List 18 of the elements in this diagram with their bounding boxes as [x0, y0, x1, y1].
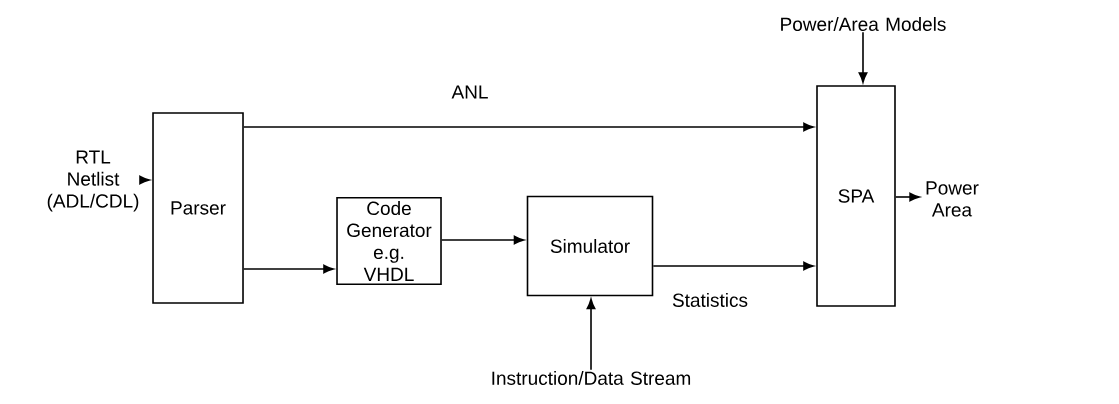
arrow — [586, 298, 596, 371]
text-label: RTL Netlist (ADL/CDL) — [47, 150, 139, 212]
process-box: SPA — [816, 85, 896, 307]
text-label: Instruction/Data Stream — [492, 371, 691, 385]
arrow — [441, 235, 525, 245]
process-box: Parser — [152, 112, 244, 304]
process-box: Code Generator e.g. VHDL — [336, 197, 442, 285]
arrow — [243, 122, 814, 132]
text-label: Power/Area Models — [781, 17, 946, 31]
edge-label: Statistics — [671, 292, 749, 308]
arrow — [895, 192, 920, 202]
text-label: Power Area — [926, 181, 979, 217]
process-box: Simulator — [526, 195, 654, 297]
arrow — [139, 175, 150, 185]
arrow — [858, 31, 868, 83]
edge-label: ANL — [450, 84, 490, 100]
arrow — [652, 261, 814, 271]
arrow — [243, 264, 334, 274]
